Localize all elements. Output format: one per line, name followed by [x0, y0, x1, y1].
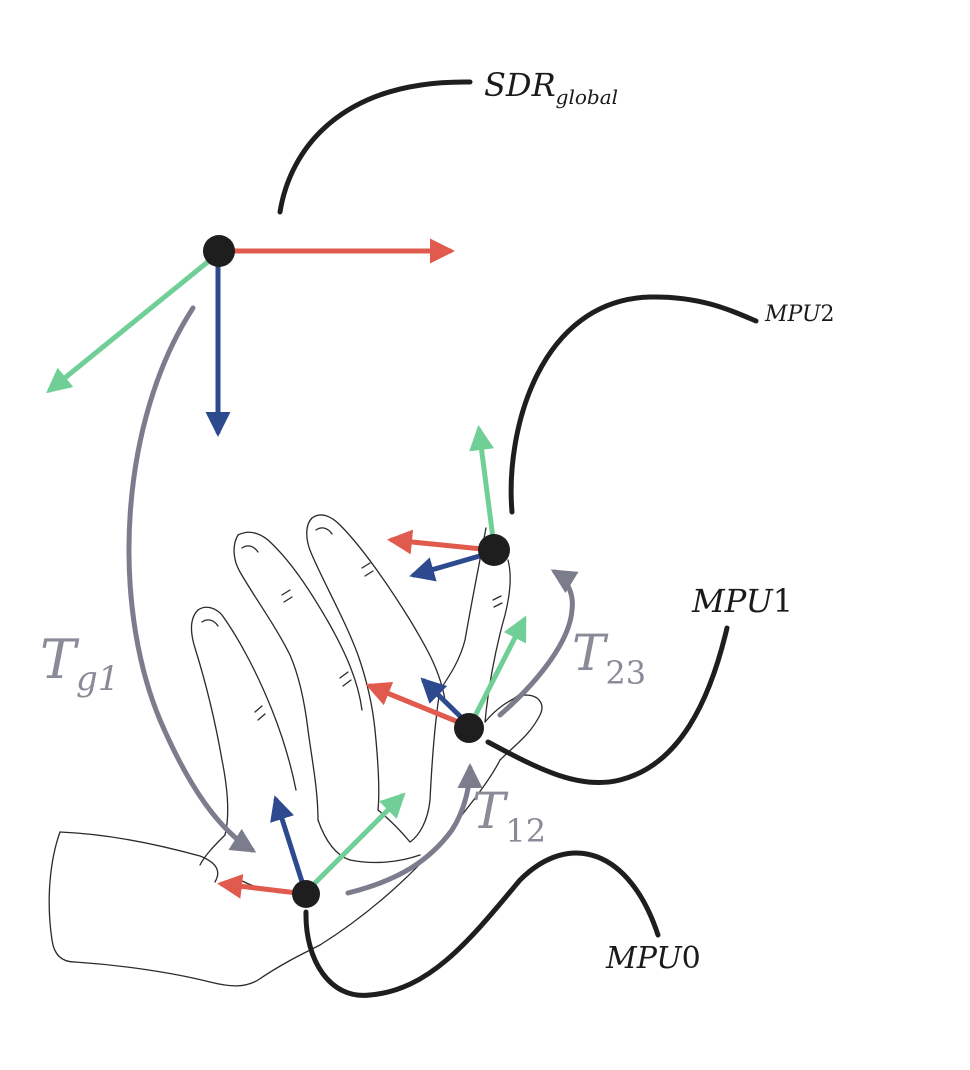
mpu1-y-axis-arrow — [469, 615, 527, 725]
global-origin-node — [203, 235, 235, 267]
mpu1-origin-node — [454, 713, 484, 743]
mpu2-frame-axes — [387, 425, 497, 582]
mpu0-x-axis-arrow — [217, 873, 309, 899]
global-y-axis-arrow — [46, 253, 218, 394]
transform-arrow-t12 — [345, 763, 483, 896]
mpu1-x-axis-arrow — [365, 681, 471, 729]
mpu1-label: MPU1 — [691, 582, 793, 620]
cables — [277, 79, 759, 998]
transform-arrow-tg1 — [126, 305, 257, 853]
mpu0-label: MPU0 — [605, 941, 701, 976]
cable-mpu0 — [303, 850, 661, 998]
transform-label-t12: T12 — [472, 782, 546, 850]
mpu0-y-axis-arrow — [305, 792, 406, 893]
transform-arrows — [126, 305, 579, 896]
global-frame-label: SDRglobal — [484, 66, 618, 109]
mpu2-z-axis-arrow — [409, 550, 493, 582]
cable-mpu1 — [485, 625, 730, 786]
mpu2-y-axis-arrow — [469, 425, 497, 549]
mpu1-z-axis-arrow — [420, 677, 469, 725]
mpu0-frame-axes — [217, 792, 406, 899]
mpu0-z-axis-arrow — [270, 795, 307, 891]
transform-label-t23: T23 — [572, 624, 646, 692]
mpu2-x-axis-arrow — [387, 529, 495, 555]
transform-label-tg1: Tg1 — [40, 628, 119, 699]
transform-arrow-t23 — [497, 569, 579, 718]
mpu1-frame-axes — [365, 615, 527, 729]
hand-outline-icon — [48, 514, 543, 987]
mpu2-label: MPU2 — [764, 302, 834, 327]
mpu2-origin-node — [478, 534, 510, 566]
cable-global — [277, 79, 473, 215]
global-frame-axes — [46, 238, 455, 437]
mpu0-origin-node — [292, 880, 320, 908]
frame-nodes — [203, 235, 510, 908]
cable-mpu2 — [508, 294, 759, 515]
